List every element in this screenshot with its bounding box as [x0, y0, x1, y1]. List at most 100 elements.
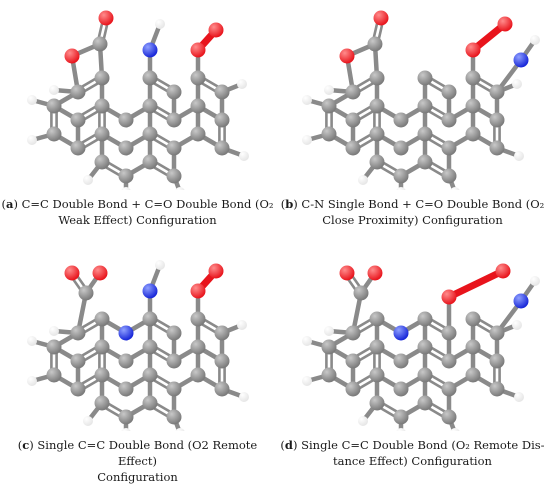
carbon-atom — [142, 70, 158, 86]
carbon-atom — [70, 112, 86, 128]
carbon-atom — [94, 395, 110, 411]
oxygen-atom — [497, 16, 513, 32]
hydrogen-atom — [302, 336, 312, 346]
carbon-atom — [321, 98, 337, 114]
carbon-atom — [46, 367, 62, 383]
carbon-atom — [142, 98, 158, 114]
carbon-atom — [142, 367, 158, 383]
caption-a: (a) C=C Double Bond + C=O Double Bond (O… — [1, 197, 274, 227]
hydrogen-atom — [302, 376, 312, 386]
carbon-atom — [166, 140, 182, 156]
carbon-atom — [489, 325, 505, 341]
carbon-atom — [94, 367, 110, 383]
carbon-atom — [465, 126, 481, 142]
carbon-atom — [441, 140, 457, 156]
carbon-atom — [489, 84, 505, 100]
carbon-atom — [393, 353, 409, 369]
hydrogen-atom — [324, 326, 334, 336]
carbon-atom — [70, 140, 86, 156]
caption-c: (c) Single C=C Double Bond (O2 Remote Ef… — [17, 438, 258, 484]
carbon-atom — [465, 98, 481, 114]
carbon-atom — [118, 140, 134, 156]
carbon-atom — [441, 353, 457, 369]
panel-b: (b) C-N Single Bond + C=O Double Bond (O… — [275, 0, 550, 241]
nitrogen-atom — [118, 325, 134, 341]
carbon-atom — [369, 126, 385, 142]
carbon-atom — [70, 325, 86, 341]
hydrogen-atom — [514, 392, 524, 402]
oxygen-atom — [373, 10, 389, 26]
oxygen-atom — [495, 263, 511, 279]
hydrogen-atom — [302, 95, 312, 105]
hydrogen-atom — [83, 175, 93, 185]
carbon-atom — [78, 285, 94, 301]
carbon-atom — [190, 70, 206, 86]
hydrogen-atom — [49, 326, 59, 336]
hydrogen-atom — [450, 187, 460, 190]
caption-b: (b) C-N Single Bond + C=O Double Bond (O… — [280, 197, 545, 227]
hydrogen-atom — [121, 187, 131, 190]
carbon-atom — [369, 98, 385, 114]
carbon-atom — [441, 168, 457, 184]
caption-b-line1: C-N Single Bond + C=O Double Bond (O₂ — [301, 197, 545, 211]
caption-d-line2: tance Effect) Configuration — [333, 454, 492, 468]
bonds — [29, 262, 247, 431]
oxygen-atom — [367, 265, 383, 281]
carbon-atom — [489, 140, 505, 156]
carbon-atom — [94, 339, 110, 355]
carbon-atom — [214, 353, 230, 369]
carbon-atom — [70, 381, 86, 397]
carbon-atom — [369, 154, 385, 170]
caption-b-label: b — [285, 197, 294, 211]
oxygen-atom — [208, 22, 224, 38]
hydrogen-atom — [396, 428, 406, 431]
hydrogen-atom — [27, 376, 37, 386]
carbon-atom — [369, 339, 385, 355]
carbon-atom — [118, 381, 134, 397]
carbon-atom — [417, 367, 433, 383]
caption-c-line2: Configuration — [97, 470, 178, 484]
carbon-atom — [214, 381, 230, 397]
hydrogen-atom — [175, 187, 185, 190]
hydrogen-atom — [358, 416, 368, 426]
carbon-atom — [465, 70, 481, 86]
carbon-atom — [190, 98, 206, 114]
carbon-atom — [369, 367, 385, 383]
hydrogen-atom — [396, 187, 406, 190]
atoms — [27, 10, 249, 190]
oxygen-atom — [64, 265, 80, 281]
molecule-c — [27, 260, 249, 431]
carbon-atom — [465, 367, 481, 383]
hydrogen-atom — [155, 19, 165, 29]
carbon-atom — [321, 126, 337, 142]
hydrogen-atom — [121, 428, 131, 431]
caption-c-line1: Single C=C Double Bond (O2 Remote Effect… — [37, 438, 258, 468]
carbon-atom — [441, 409, 457, 425]
carbon-atom — [142, 126, 158, 142]
carbon-atom — [94, 126, 110, 142]
nitrogen-atom — [142, 283, 158, 299]
molecule-d — [302, 263, 540, 431]
carbon-atom — [393, 140, 409, 156]
caption-a-line1: C=C Double Bond + C=O Double Bond (O₂ — [21, 197, 274, 211]
carbon-atom — [142, 339, 158, 355]
carbon-atom — [345, 353, 361, 369]
hydrogen-atom — [450, 428, 460, 431]
caption-d-label: d — [284, 438, 293, 452]
nitrogen-atom — [513, 52, 529, 68]
atoms — [302, 10, 540, 190]
carbon-atom — [214, 84, 230, 100]
carbon-atom — [321, 367, 337, 383]
hydrogen-atom — [239, 392, 249, 402]
oxygen-atom — [92, 265, 108, 281]
hydrogen-atom — [239, 151, 249, 161]
carbon-atom — [142, 395, 158, 411]
atoms — [27, 260, 249, 431]
caption-c-label: c — [22, 438, 30, 452]
carbon-atom — [489, 112, 505, 128]
carbon-atom — [166, 381, 182, 397]
carbon-atom — [353, 285, 369, 301]
molecule-a — [27, 10, 249, 190]
carbon-atom — [367, 36, 383, 52]
hydrogen-atom — [175, 428, 185, 431]
